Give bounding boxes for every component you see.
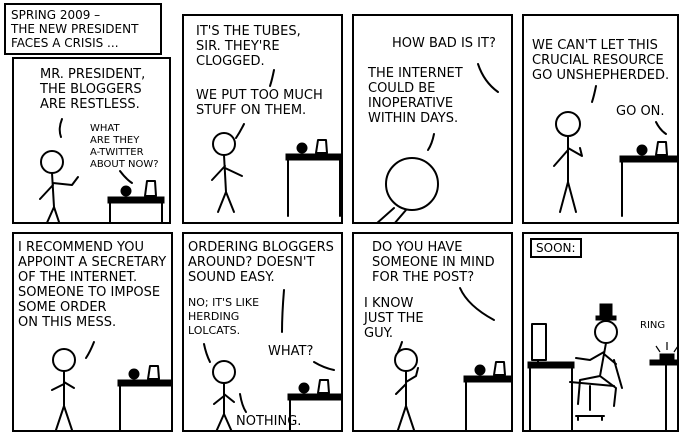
panel-2-speech-tail <box>269 69 275 87</box>
stick-figure-advisor <box>211 132 243 213</box>
panel-3-speech-tail-2 <box>427 133 435 151</box>
caption-text: SPRING 2009 – THE NEW PRESIDENT FACES A … <box>11 8 139 50</box>
panel-1-speech-president: WHAT ARE THEY A-TWITTER ABOUT NOW? <box>90 123 159 170</box>
panel-2-speech-2: WE PUT TOO MUCH STUFF ON THEM. <box>196 88 323 118</box>
desk-globe-icon <box>474 364 486 376</box>
desk-ornament-icon <box>493 361 506 376</box>
panel-6-speech-1: ORDERING BLOGGERS AROUND? DOESN'T SOUND … <box>188 240 334 285</box>
panel-6-speech-tail-4 <box>239 393 247 413</box>
soon-caption: SOON: <box>536 241 576 255</box>
desk-ornament-icon <box>317 379 330 394</box>
caption-box: SPRING 2009 – THE NEW PRESIDENT FACES A … <box>4 3 162 55</box>
computer-monitor-icon <box>531 323 547 361</box>
panel-3-speech-2: THE INTERNET COULD BE INOPERATIVE WITHIN… <box>368 66 463 126</box>
desk <box>117 365 171 430</box>
panel-6-speech-tail-3 <box>313 361 335 371</box>
panel-7-speech-1: DO YOU HAVE SOMEONE IN MIND FOR THE POST… <box>372 240 495 285</box>
panel-2-speech-1: IT'S THE TUBES, SIR. THEY'RE CLOGGED. <box>196 24 301 69</box>
desk <box>463 361 511 430</box>
panel-3-speech-1: HOW BAD IS IT? <box>392 36 496 51</box>
panel-8: SOON: RING <box>522 232 679 432</box>
panel-4-drawing <box>553 85 677 217</box>
desk-globe-icon <box>298 382 310 394</box>
desk-ornament-icon <box>655 141 668 156</box>
panel-6-speech-3: WHAT? <box>268 344 314 359</box>
phone-table <box>649 342 677 430</box>
panel-4-speech-tail <box>591 85 597 103</box>
desk-globe-icon <box>128 368 140 380</box>
panel-7: DO YOU HAVE SOMEONE IN MIND FOR THE POST… <box>352 232 513 432</box>
panel-4: WE CAN'T LET THIS CRUCIAL RESOURCE GO UN… <box>522 14 679 224</box>
panel-1: MR. PRESIDENT, THE BLOGGERS ARE RESTLESS… <box>12 57 171 224</box>
panel-2: IT'S THE TUBES, SIR. THEY'RE CLOGGED. WE… <box>182 14 343 224</box>
desk-ornament-icon <box>315 139 328 154</box>
panel-1-speech-advisor: MR. PRESIDENT, THE BLOGGERS ARE RESTLESS… <box>40 67 146 112</box>
panel-6-speech-2: NO; IT'S LIKE HERDING LOLCATS. <box>188 296 260 337</box>
panel-6-speech-tail-2 <box>203 343 211 363</box>
panel-3: HOW BAD IS IT? THE INTERNET COULD BE INO… <box>352 14 513 224</box>
panel-3-drawing <box>376 63 499 222</box>
panel-4-speech-1: WE CAN'T LET THIS CRUCIAL RESOURCE GO UN… <box>532 38 670 83</box>
panel-2-speech-tail-2 <box>235 123 245 139</box>
panel-1-drawing <box>39 118 165 222</box>
phone-icon <box>659 353 675 361</box>
stick-figure-advisor <box>39 150 79 222</box>
desk-ornament-icon <box>147 365 160 380</box>
desk <box>285 139 341 217</box>
panel-1-speech-tail <box>58 118 63 138</box>
panel-6-drawing <box>203 289 341 430</box>
desk-ornament-icon <box>144 180 157 197</box>
desk <box>619 141 677 217</box>
panel-2-drawing <box>211 69 341 217</box>
desk-globe-icon <box>296 142 308 154</box>
desk-globe-icon <box>120 185 132 197</box>
panel-3-speech-tail <box>477 63 499 93</box>
panel-4-speech-tail-2 <box>655 121 667 135</box>
panel-6-speech-4: NOTHING. <box>236 414 302 429</box>
panel-7-speech-2: I KNOW JUST THE GUY. <box>364 296 424 341</box>
stick-figure-advisor <box>553 111 583 213</box>
panel-4-speech-2: GO ON. <box>616 104 665 119</box>
stick-figure-advisor <box>212 360 236 430</box>
desk-globe-icon <box>636 144 648 156</box>
panel-5-speech-tail <box>85 341 95 359</box>
panel-6: ORDERING BLOGGERS AROUND? DOESN'T SOUND … <box>182 232 343 432</box>
panel-7-drawing <box>394 287 511 430</box>
panel-1-speech-tail-2 <box>119 170 133 184</box>
desk <box>107 180 165 222</box>
panel-5-drawing <box>51 341 171 430</box>
panel-7-speech-tail <box>459 287 495 321</box>
computer-desk <box>527 323 575 430</box>
panel-8-drawing <box>527 303 677 430</box>
phone-ring-text: RING <box>640 320 666 331</box>
soon-caption-box: SOON: <box>530 238 582 258</box>
stick-figure-advisor <box>394 348 419 430</box>
hacker-figure-with-hat <box>575 303 618 407</box>
phone-ringing-icon <box>655 342 677 353</box>
office-chair <box>569 359 623 421</box>
desk <box>287 379 341 430</box>
stick-figure-advisor <box>51 348 76 430</box>
panel-5-speech: I RECOMMEND YOU APPOINT A SECRETARY OF T… <box>18 240 167 330</box>
stick-figure-closeup <box>376 157 439 222</box>
panel-6-speech-tail <box>281 289 285 333</box>
panel-5: I RECOMMEND YOU APPOINT A SECRETARY OF T… <box>12 232 173 432</box>
